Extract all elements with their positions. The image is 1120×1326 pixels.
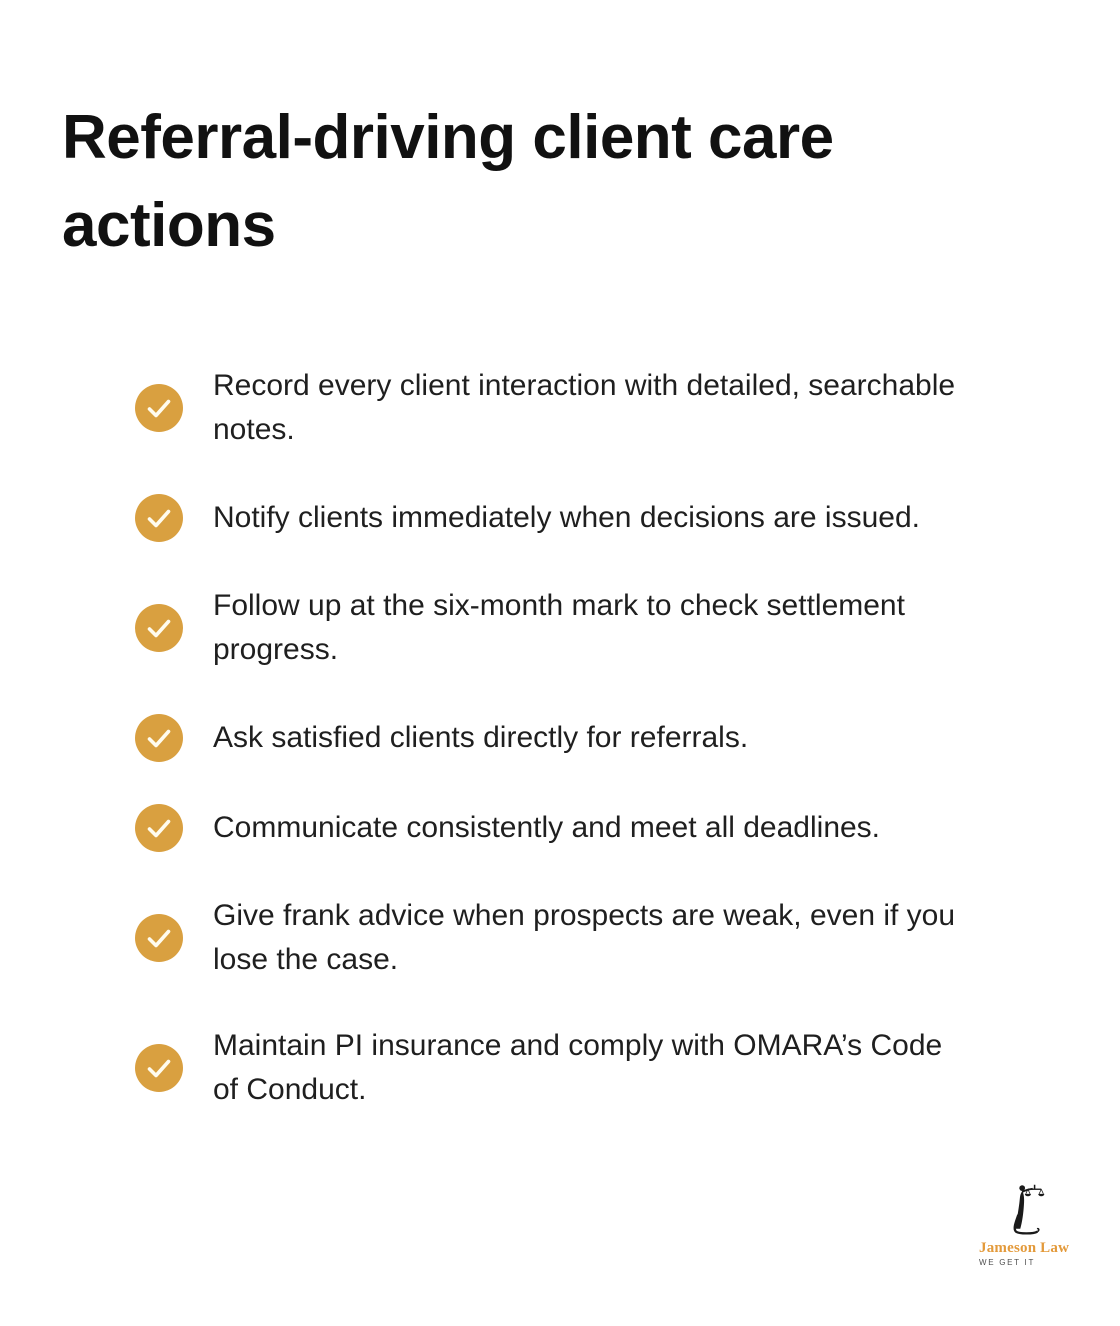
checklist-item: Give frank advice when prospects are wea… [135, 894, 955, 982]
checklist-item-text: Record every client interaction with det… [213, 369, 956, 446]
checklist-item: Communicate consistently and meet all de… [135, 804, 955, 852]
checklist-item-text: Ask satisfied clients directly for refer… [213, 721, 749, 754]
check-icon [135, 494, 183, 542]
checklist-item-text: Notify clients immediately when decision… [213, 501, 920, 534]
brand-name: Jameson Law [979, 1240, 1070, 1256]
check-icon [135, 604, 183, 652]
jameson-law-logo: Jameson Law WE GET IT [979, 1183, 1073, 1268]
checklist-item: Follow up at the six-month mark to check… [135, 584, 955, 672]
check-icon [135, 914, 183, 962]
brand-tagline: WE GET IT [979, 1258, 1036, 1267]
checklist: Record every client interaction with det… [135, 364, 955, 1154]
checklist-item-text: Communicate consistently and meet all de… [213, 811, 881, 844]
checklist-item: Notify clients immediately when decision… [135, 494, 955, 542]
page-title: Referral-driving client care actions [62, 103, 834, 260]
check-icon [135, 714, 183, 762]
check-icon [135, 384, 183, 432]
checklist-item-text: Follow up at the six-month mark to check… [213, 589, 905, 666]
checklist-item-text: Give frank advice when prospects are wea… [213, 899, 956, 976]
checklist-item: Record every client interaction with det… [135, 364, 955, 452]
check-icon [135, 1044, 183, 1092]
checklist-item: Maintain PI insurance and comply with OM… [135, 1024, 955, 1112]
check-icon [135, 804, 183, 852]
checklist-item-text: Maintain PI insurance and comply with OM… [213, 1029, 943, 1106]
checklist-item: Ask satisfied clients directly for refer… [135, 714, 955, 762]
lady-justice-scales-icon [1013, 1184, 1045, 1235]
